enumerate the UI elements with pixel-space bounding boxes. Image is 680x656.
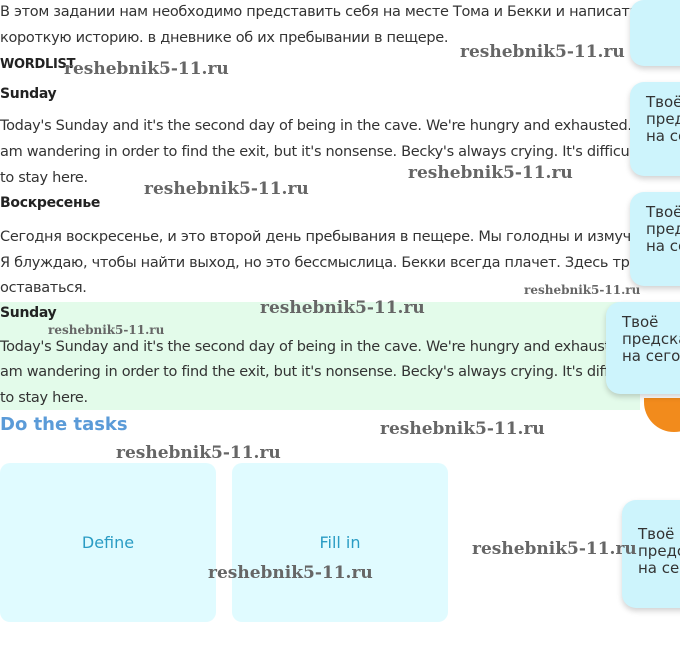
prediction-popup[interactable]: Твоё предсказание на сегодня [622, 500, 680, 608]
ru-line-1: Сегодня воскресенье, и это второй день п… [0, 229, 665, 245]
orange-decoration [644, 398, 680, 432]
watermark: reshebnik5-11.ru [408, 163, 573, 183]
watermark: reshebnik5-11.ru [380, 419, 545, 439]
task-card-define[interactable]: Define [0, 463, 216, 622]
ru-line-2: Я блуждаю, чтобы найти выход, но это бес… [0, 255, 666, 271]
watermark: reshebnik5-11.ru [524, 283, 641, 297]
task-card-label: Define [81, 533, 135, 552]
en-line-1: Today's Sunday and it's the second day o… [0, 118, 641, 134]
highlight-line-1: Today's Sunday and it's the second day o… [0, 339, 641, 355]
watermark: reshebnik5-11.ru [48, 323, 165, 337]
watermark: reshebnik5-11.ru [116, 443, 281, 463]
watermark: reshebnik5-11.ru [64, 59, 229, 79]
task-card-fill-in[interactable]: Fill in [232, 463, 448, 622]
wordlist-label: WORDLIST [0, 57, 76, 72]
ru-line-3: оставаться. [0, 280, 87, 296]
highlight-line-3: to stay here. [0, 390, 88, 406]
task-card-label: Fill in [319, 533, 361, 552]
watermark: reshebnik5-11.ru [260, 298, 425, 318]
prediction-popup[interactable]: Твоё предсказание на сегодня [630, 82, 680, 176]
ru-heading: Воскресенье [0, 195, 101, 211]
watermark: reshebnik5-11.ru [472, 539, 637, 559]
highlight-line-2: am wandering in order to find the exit, … [0, 364, 639, 380]
intro-line-2: короткую историю. в дневнике об их пребы… [0, 30, 449, 46]
watermark: reshebnik5-11.ru [460, 42, 625, 62]
tasks-title: Do the tasks [0, 414, 128, 435]
prediction-popup[interactable]: Твоё предсказание на сегодня [606, 302, 680, 394]
watermark: reshebnik5-11.ru [208, 563, 373, 583]
highlight-heading: Sunday [0, 305, 57, 321]
en-heading: Sunday [0, 86, 57, 102]
en-line-2: am wandering in order to find the exit, … [0, 144, 639, 160]
prediction-popup[interactable]: Твоё предсказание на сегодня [630, 192, 680, 286]
watermark: reshebnik5-11.ru [144, 179, 309, 199]
en-line-3: to stay here. [0, 170, 88, 186]
prediction-popup[interactable] [630, 0, 680, 66]
intro-line-1: В этом задании нам необходимо представит… [0, 4, 638, 20]
highlighted-block [0, 302, 640, 410]
